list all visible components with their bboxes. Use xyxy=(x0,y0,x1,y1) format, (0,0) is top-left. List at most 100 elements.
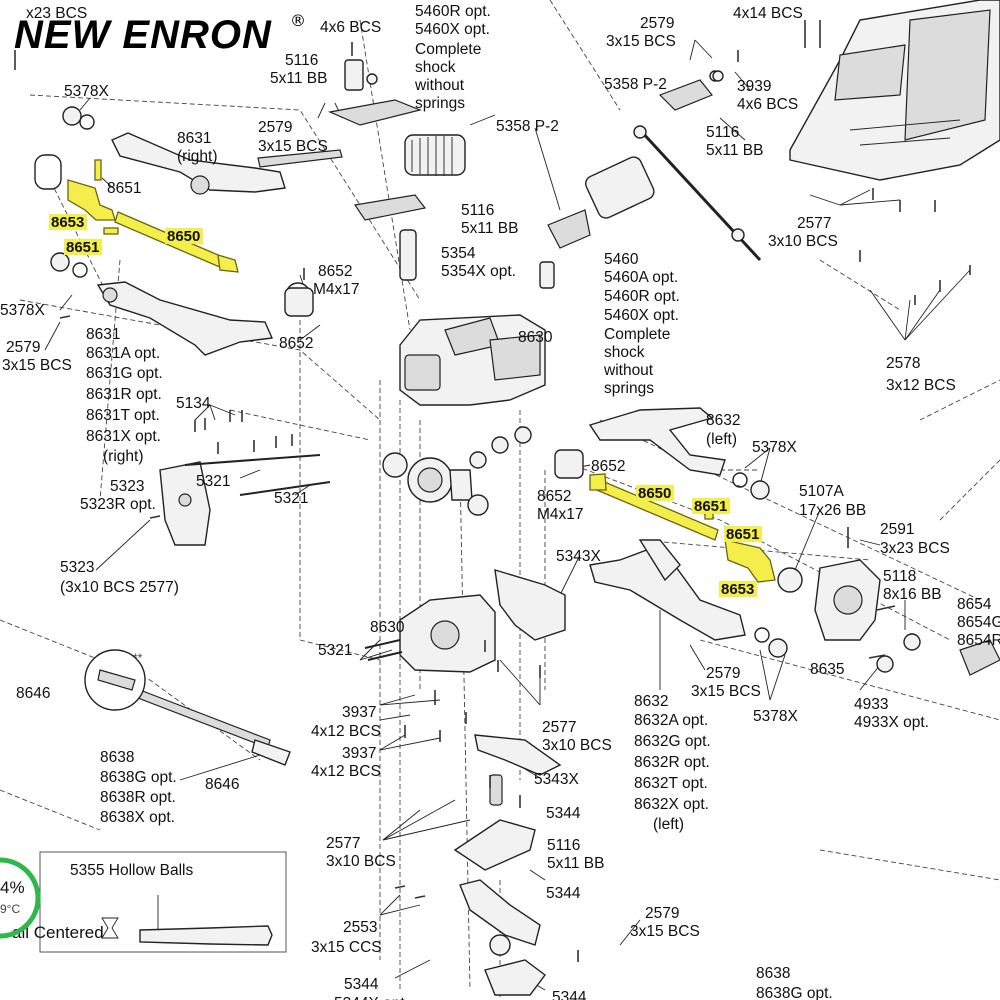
part-label: 8632T opt. xyxy=(634,775,708,792)
bearings-and-rings xyxy=(50,70,788,658)
part-label: 8631 xyxy=(86,326,120,343)
part-label: shock xyxy=(604,344,645,361)
part-label: 5344 xyxy=(546,885,581,902)
part-label: 5460A opt. xyxy=(604,269,678,286)
part-label: 8654G xyxy=(957,614,1000,631)
part-label: 2578 xyxy=(886,355,920,372)
part-label: 3939 xyxy=(737,78,771,95)
part-label: 5343X xyxy=(556,548,601,565)
part-label: 8638R opt. xyxy=(100,789,176,806)
part-label: springs xyxy=(604,380,654,397)
rear-body-mount-plate xyxy=(159,461,211,546)
part-label: 2591 xyxy=(880,521,914,538)
chassis-tray xyxy=(789,0,1000,181)
part-label: 3937 xyxy=(342,704,376,721)
part-label: 8652 xyxy=(591,458,625,475)
highlight-swatch xyxy=(636,485,674,501)
part-label: 5378X xyxy=(753,708,798,725)
part-label: 5116 xyxy=(461,202,494,219)
highlight-swatch xyxy=(719,581,757,597)
part-label: 5x11 BB xyxy=(706,142,763,159)
part-label: M4x17 xyxy=(313,281,360,298)
highlighted-part-label: 8651 xyxy=(694,498,727,515)
part-label: 5460R opt. xyxy=(415,3,491,20)
gearbox-housing-lower xyxy=(399,594,496,673)
part-label: 5378X xyxy=(0,302,45,319)
part-label: 8631X opt. xyxy=(86,428,161,445)
part-label: 8632 xyxy=(634,693,668,710)
inset-caption: all Centered xyxy=(12,923,104,942)
part-label: springs xyxy=(415,95,465,112)
lower-suspension-arm-left xyxy=(589,539,746,641)
part-label: 5343X xyxy=(534,771,579,788)
part-label: 17x26 BB xyxy=(799,502,866,519)
highlighted-part-label: 8651 xyxy=(66,239,99,256)
upper-suspension-arm-right xyxy=(111,132,286,195)
part-label: 3x15 BCS xyxy=(606,33,676,50)
part-label: 8635 xyxy=(810,661,844,678)
part-label: 8632G opt. xyxy=(634,733,711,750)
part-label: 5107A xyxy=(799,483,844,500)
part-label: 8654 xyxy=(957,596,992,613)
part-label: 8631 xyxy=(177,130,211,147)
brand-name: NEW ENRON xyxy=(14,13,272,57)
part-label: 5321 xyxy=(274,490,308,507)
part-label: 4x14 BCS xyxy=(733,5,803,22)
part-label: 2579 xyxy=(645,905,679,922)
part-label: (left) xyxy=(653,816,684,833)
highlighted-part-label: 8653 xyxy=(51,214,84,231)
gearbox-housing-upper xyxy=(399,314,546,406)
part-label: 5134 xyxy=(176,395,211,412)
part-label: 8638G opt. xyxy=(100,769,177,786)
part-label: (right) xyxy=(177,148,217,165)
part-label: 4x12 BCS xyxy=(311,763,381,780)
part-label: 5323 xyxy=(110,478,144,495)
part-label: (3x10 BCS 2577) xyxy=(60,579,179,596)
part-label: 8638 xyxy=(100,749,134,766)
part-label: 5344 xyxy=(552,989,587,1000)
highlighted-part-label: 8650 xyxy=(167,228,200,245)
part-label: 5378X xyxy=(64,83,109,100)
highlight-backgrounds xyxy=(49,214,762,597)
carrier-knuckle xyxy=(777,559,1000,676)
part-label: 8654R xyxy=(957,632,1000,649)
part-label: 8632R opt. xyxy=(634,754,710,771)
part-label: (right) xyxy=(103,448,143,465)
part-label: 8630 xyxy=(518,329,553,346)
leader-lines xyxy=(44,39,971,991)
part-label: 4x12 BCS xyxy=(311,723,381,740)
differential-assembly xyxy=(382,426,532,516)
bulkhead-bracket xyxy=(494,569,566,641)
part-label: 8632A opt. xyxy=(634,712,708,729)
part-label: 5460X opt. xyxy=(415,21,490,38)
part-label: shock xyxy=(415,59,456,76)
part-label: M4x17 xyxy=(537,506,584,523)
asterisk-note: ** xyxy=(133,651,143,665)
part-label: Complete xyxy=(604,326,670,343)
part-label: 3x15 BCS xyxy=(691,683,761,700)
part-label: 5460X opt. xyxy=(604,307,679,324)
part-label: 4933 xyxy=(854,696,888,713)
highlight-swatch xyxy=(165,228,203,244)
part-label: 5358 P-2 xyxy=(496,118,559,135)
part-label: 5460R opt. xyxy=(604,288,680,305)
part-label: 8631G opt. xyxy=(86,365,163,382)
part-label: without xyxy=(414,77,465,94)
part-label: 3x15 CCS xyxy=(311,939,382,956)
upper-suspension-arm-left xyxy=(588,407,726,476)
part-label: 8632X opt. xyxy=(634,796,709,813)
part-label: 5344X opt. xyxy=(334,995,409,1000)
part-label: 2577 xyxy=(797,215,831,232)
part-label: 2553 xyxy=(343,919,377,936)
part-label: (left) xyxy=(706,431,737,448)
part-label: 2579 xyxy=(706,665,740,682)
gauge-subtext: 9°C xyxy=(0,902,20,916)
part-label: 3x15 BCS xyxy=(2,357,72,374)
part-label: 8652 xyxy=(318,263,352,280)
highlighted-part-label: 8651 xyxy=(726,526,759,543)
steering-link-8638 xyxy=(84,649,291,766)
highlighted-part-label: 8650 xyxy=(638,485,671,502)
highlight-swatch xyxy=(724,526,762,542)
part-label: 3937 xyxy=(342,745,376,762)
